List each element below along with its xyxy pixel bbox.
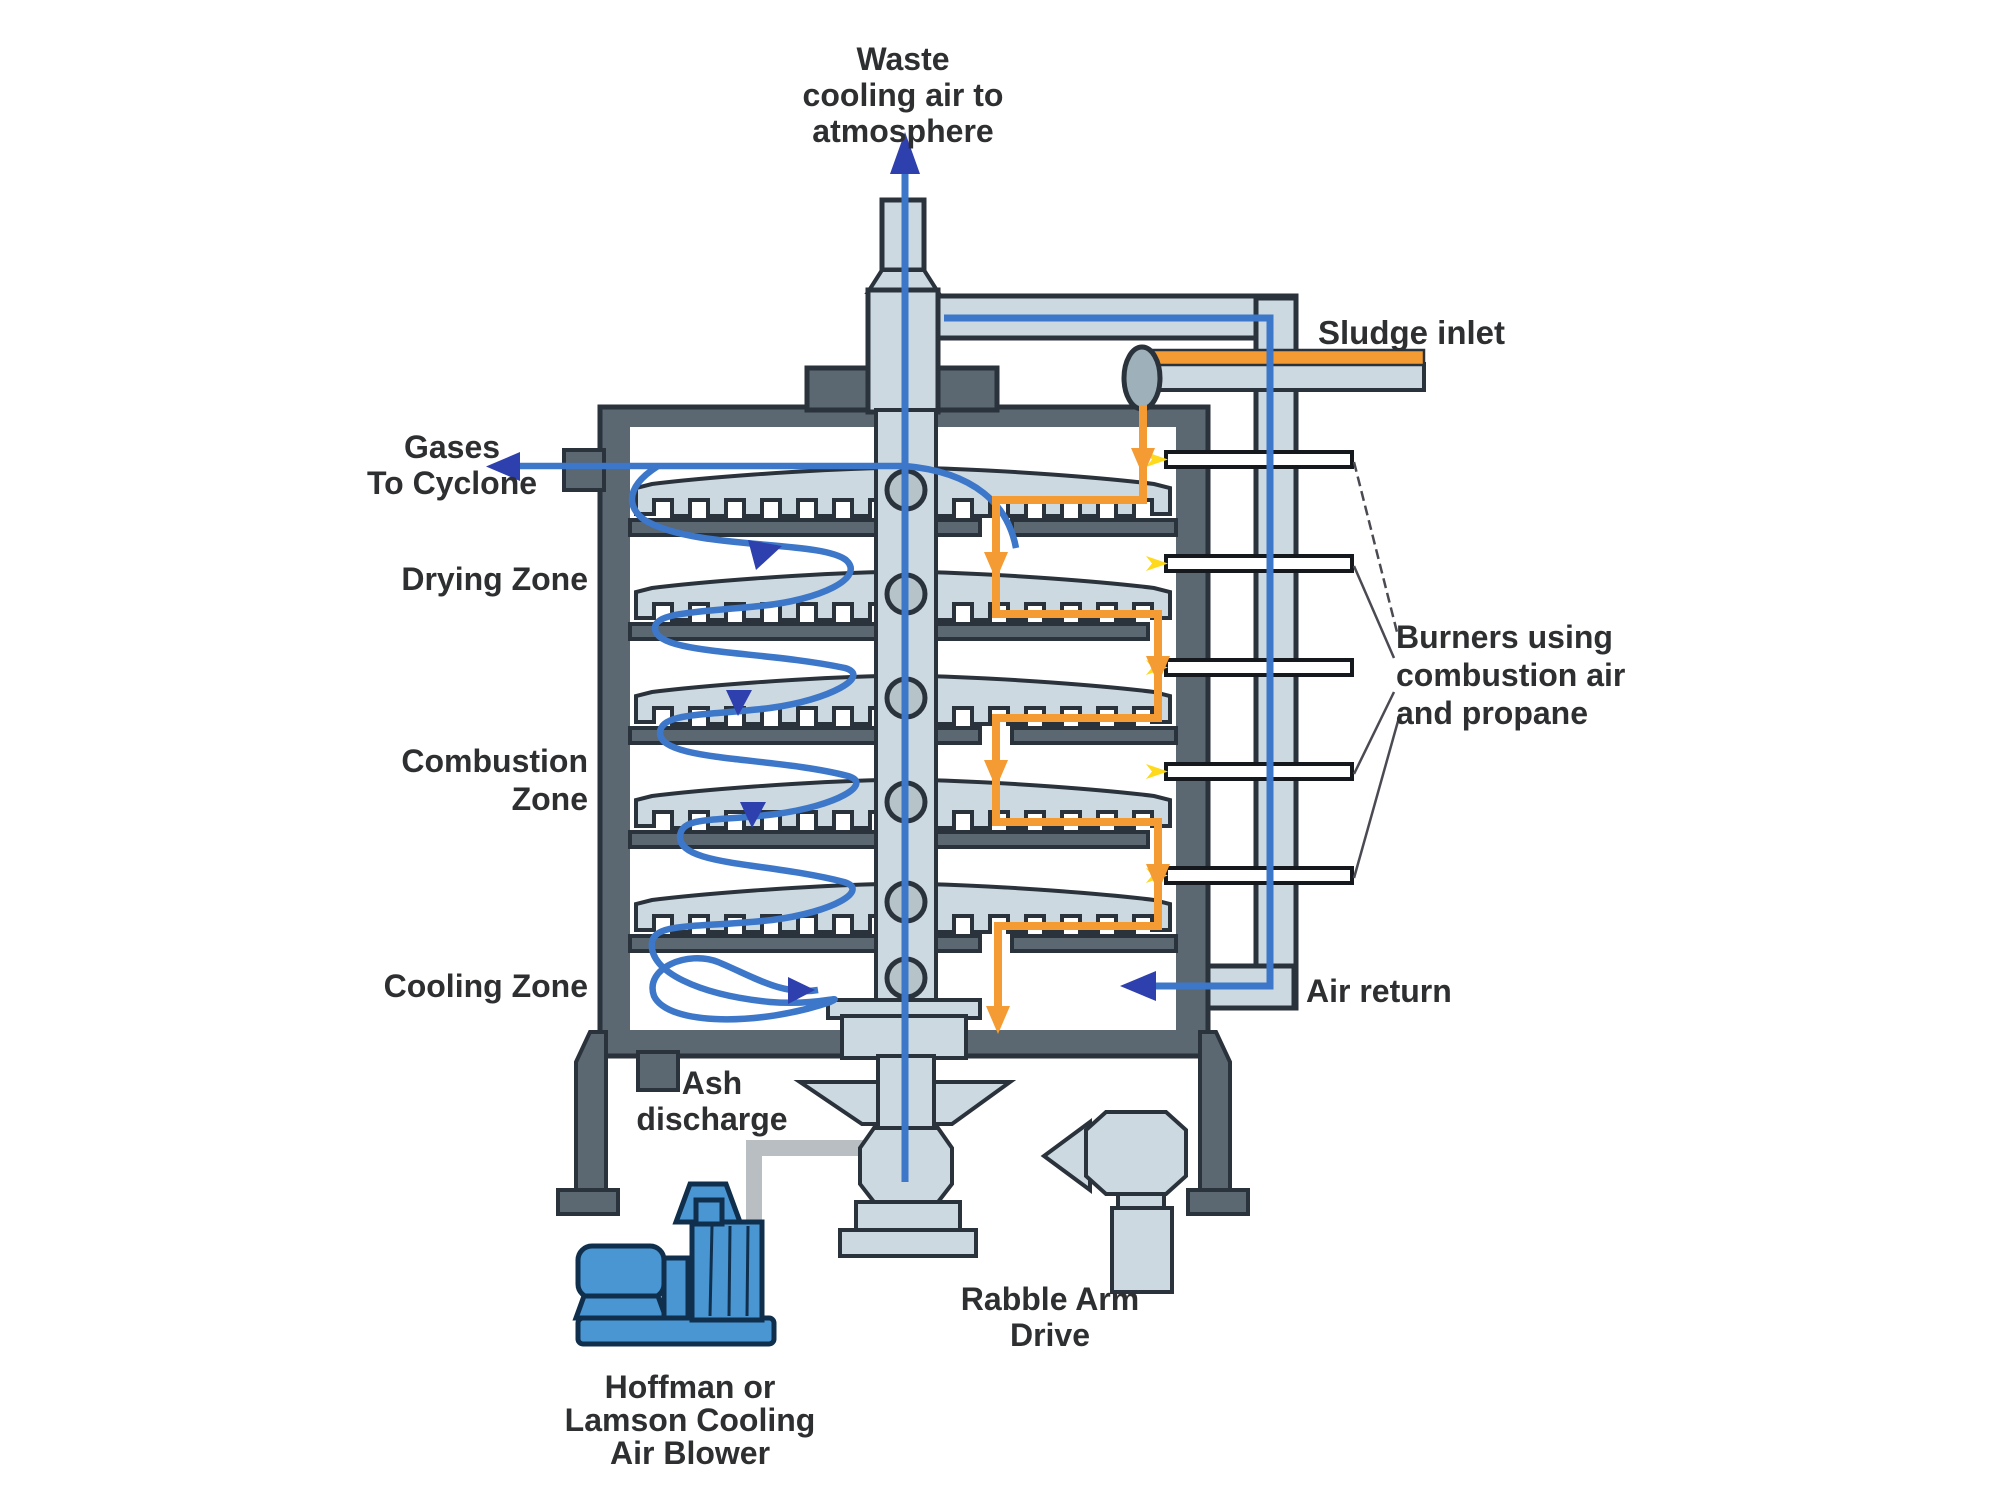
sludge-flow — [984, 405, 1170, 1034]
labels: Waste cooling air to atmosphere Sludge i… — [367, 41, 1625, 1471]
sludge-arrowhead — [984, 552, 1008, 580]
label-waste-air-line2: cooling air to — [803, 77, 1004, 113]
duct-air-line — [944, 314, 1274, 990]
cooling-air-pipe — [746, 1140, 872, 1228]
drive-cone — [1040, 1118, 1092, 1194]
label-rabble-line1: Rabble Arm — [961, 1281, 1139, 1317]
label-burners-line1: Burners using — [1396, 619, 1613, 655]
pedestal-plate-1 — [854, 1200, 962, 1232]
gas-exit-line — [516, 462, 1020, 549]
gases-exit-arrowhead — [486, 452, 520, 481]
air-return-arrowhead — [1120, 971, 1156, 1001]
blower-stack — [689, 1219, 765, 1323]
label-ash-line2: discharge — [636, 1101, 787, 1137]
hearth-floor-5-right — [1010, 934, 1178, 953]
sludge-arrowhead — [1131, 448, 1155, 476]
leader-line — [1352, 713, 1402, 879]
inlet-pipe-sludge-stream — [1141, 348, 1426, 367]
gas-exit-notch — [562, 448, 606, 492]
sludge-arrowhead — [1146, 656, 1170, 684]
label-gases-line1: Gases — [404, 429, 500, 465]
flame-icon — [1146, 764, 1168, 779]
drive-neck — [1116, 1192, 1166, 1210]
loop-arrowhead — [788, 977, 815, 1004]
right-foot — [1186, 1188, 1250, 1216]
blower-coupling — [661, 1255, 691, 1321]
label-blower-line2: Lamson Cooling — [565, 1402, 816, 1438]
bottom-loop — [648, 941, 838, 1023]
label-sludge-inlet: Sludge inlet — [1318, 314, 1505, 351]
sludge-final-arrowhead — [986, 1006, 1010, 1034]
label-air-return: Air return — [1306, 973, 1452, 1009]
hearth-floor-3-right — [1010, 726, 1178, 745]
flame-icon — [1146, 556, 1168, 571]
waste-air-up-arrowhead — [890, 132, 920, 174]
sludge-inlet-pipe — [1121, 344, 1426, 412]
burner-pipe-1 — [1164, 450, 1354, 469]
serpentine-arrowhead-1 — [748, 540, 782, 570]
inlet-elbow — [1121, 344, 1163, 412]
burner-leader-lines — [1352, 461, 1402, 879]
hearth-floor-1-right — [1010, 518, 1178, 537]
blower-inlet-neck — [693, 1197, 725, 1227]
burner-pipes — [1164, 450, 1354, 885]
leader-line — [1352, 691, 1396, 775]
air-arrowheads — [486, 132, 1156, 1004]
sludge-arrowhead — [984, 760, 1008, 788]
right-down-duct — [1253, 295, 1299, 1011]
shaft-base-assembly — [746, 1054, 1017, 1258]
left-foot — [556, 1188, 620, 1216]
drive-motor-cylinder — [1110, 1206, 1174, 1294]
label-rabble-line2: Drive — [1010, 1317, 1090, 1353]
burner-pipe-5 — [1164, 866, 1354, 885]
burner-pipe-2 — [1164, 554, 1354, 573]
burner-pipe-4 — [1164, 762, 1354, 781]
rabble-arm-drive — [1040, 1110, 1188, 1294]
label-ash-line1: Ash — [682, 1065, 742, 1101]
ash-discharge-notch — [636, 1050, 680, 1092]
label-burners-line3: and propane — [1396, 695, 1588, 731]
label-blower-line1: Hoffman or — [605, 1369, 776, 1405]
label-blower-line3: Air Blower — [610, 1435, 770, 1471]
label-gases-line2: To Cyclone — [367, 465, 537, 501]
blower-flute — [745, 1225, 750, 1317]
label-burners-line2: combustion air — [1396, 657, 1625, 693]
serpentine-arrowhead-2 — [726, 690, 752, 716]
left-leg — [574, 1030, 608, 1194]
burners — [1146, 450, 1402, 885]
hearth-air-serpentine — [628, 463, 860, 944]
blower-flute — [708, 1225, 714, 1317]
label-combustion-zone-line2: Zone — [512, 781, 588, 817]
label-waste-air-line3: atmosphere — [812, 113, 993, 149]
furnace-legs — [556, 1030, 1250, 1216]
leader-line — [1352, 565, 1396, 659]
blower-motor-base — [572, 1293, 670, 1321]
right-leg — [1198, 1030, 1232, 1194]
label-waste-air-line1: Waste — [856, 41, 949, 77]
sludge-zigzag-path — [992, 405, 1162, 1010]
drive-body — [1084, 1110, 1188, 1196]
blower-motor — [575, 1243, 667, 1301]
label-drying-zone: Drying Zone — [401, 561, 588, 597]
cooling-air-blower — [572, 1181, 777, 1347]
inlet-pipe-body — [1156, 362, 1426, 392]
label-cooling-zone: Cooling Zone — [384, 968, 588, 1004]
sludge-arrowhead — [1146, 864, 1170, 892]
leader-line — [1352, 461, 1400, 637]
blower-flute — [727, 1225, 732, 1317]
sludge-arrowheads — [984, 448, 1170, 1034]
pedestal-plate-2 — [838, 1228, 978, 1258]
serpentine-arrowhead-3 — [740, 802, 766, 828]
burner-pipe-3 — [1164, 658, 1354, 677]
cooling-air-flow — [516, 170, 1274, 1182]
label-combustion-zone-line1: Combustion — [401, 743, 588, 779]
